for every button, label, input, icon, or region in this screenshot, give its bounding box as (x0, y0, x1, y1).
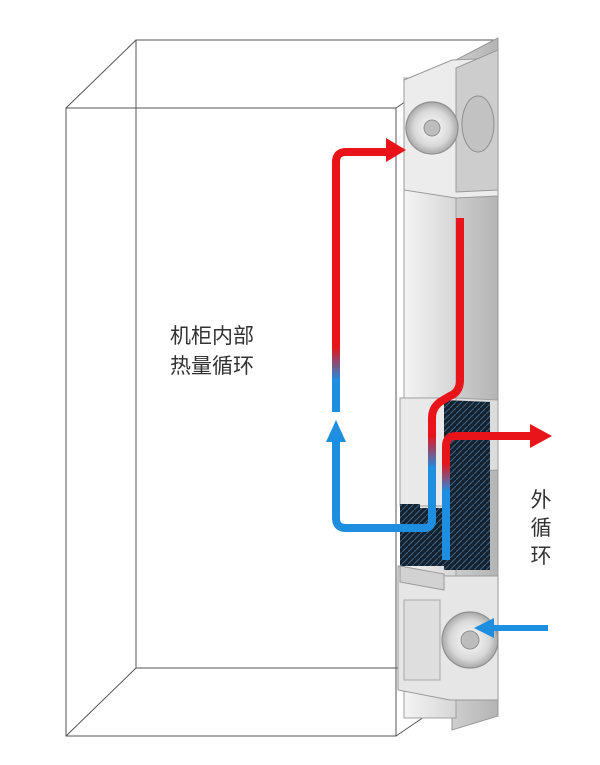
inner-circulation-label-line1: 机柜内部 (170, 324, 254, 348)
inner-up-arrow (326, 420, 346, 442)
heat-exchanger-core (400, 400, 490, 570)
outer-circulation-label: 外循环 (530, 488, 552, 568)
inner-circulation-label-line2: 热量循环 (170, 354, 254, 378)
top-fan-housing (403, 49, 499, 199)
outer-circulation-path (442, 424, 552, 638)
inner-top-arrow (386, 138, 406, 162)
cooling-unit (397, 37, 499, 731)
bottom-fan-housing (397, 565, 499, 701)
inner-circulation-path (326, 138, 464, 532)
outer-inlet-arrow (474, 618, 494, 638)
outer-exit-arrow (530, 424, 552, 448)
